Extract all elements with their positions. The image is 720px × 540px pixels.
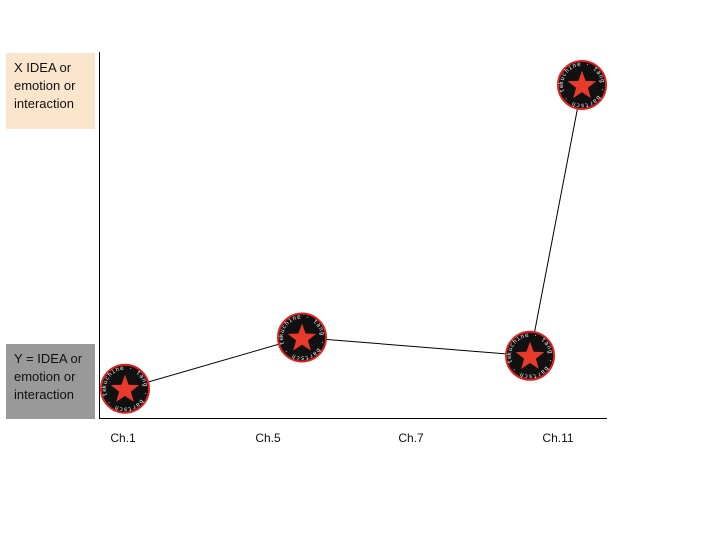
star-icon <box>110 374 140 402</box>
star-icon <box>515 341 545 369</box>
data-point-marker: kuchine · tang · bartsch · test <box>0 0 150 414</box>
y-top-label: X IDEA or emotion or interaction <box>6 53 95 129</box>
x-tick-label: Ch.1 <box>110 431 136 445</box>
x-tick-label: Ch.5 <box>255 431 281 445</box>
data-point-marker: kuchine · tang · bartsch · test <box>0 0 327 363</box>
svg-text:kuchine · tang · bartsch · tes: kuchine · tang · bartsch · test <box>0 0 606 109</box>
star-icon <box>567 70 597 99</box>
x-tick-label: Ch.7 <box>398 431 424 445</box>
svg-text:kuchine · tang · bartsch · tes: kuchine · tang · bartsch · test <box>0 0 149 413</box>
star-icon <box>287 323 317 351</box>
svg-text:kuchine · tang · bartsch · tes: kuchine · tang · bartsch · test <box>0 0 554 380</box>
y-axis <box>99 52 100 419</box>
x-tick-label: Ch.11 <box>542 431 574 445</box>
series-line <box>124 84 583 390</box>
data-point-marker: kuchine · tang · bartsch · test <box>0 0 607 110</box>
svg-text:kuchine · tang · bartsch · tes: kuchine · tang · bartsch · test <box>0 0 326 362</box>
y-bottom-label: Y = IDEA or emotion or interaction <box>6 344 95 419</box>
x-axis <box>99 418 607 419</box>
data-point-marker: kuchine · tang · bartsch · test <box>0 0 555 381</box>
